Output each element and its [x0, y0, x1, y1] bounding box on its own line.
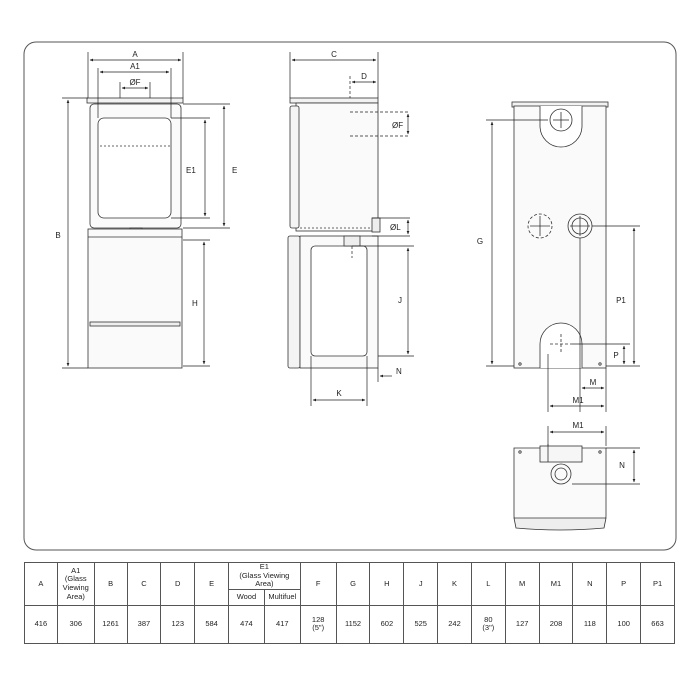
label-a1: A1: [130, 62, 140, 71]
value-f: 128 (5"): [299, 604, 337, 644]
rear-view: [511, 101, 609, 369]
value-g: 1152: [335, 604, 371, 644]
drawing-frame: [23, 41, 677, 551]
header-e: E: [194, 562, 229, 606]
label-m: M: [590, 378, 597, 387]
value-h: 602: [369, 604, 405, 644]
header-a: A: [24, 562, 58, 606]
value-j: 525: [403, 604, 439, 644]
label-f-front: ØF: [129, 78, 140, 87]
value-p1: 663: [640, 604, 675, 644]
value-l: 80 (3"): [470, 604, 506, 644]
front-view-dimensions: [62, 52, 230, 369]
technical-drawing: A A1 ØF B E E1 H: [23, 41, 677, 551]
side-view: [287, 97, 381, 369]
label-n-top: N: [619, 461, 625, 470]
dimensions-table: A A1 (Glass Viewing Area) B C D E E1 (Gl…: [24, 562, 675, 644]
value-m: 127: [504, 604, 540, 644]
value-k: 242: [437, 604, 472, 644]
header-k: K: [437, 562, 472, 606]
side-view-dimensions: [289, 52, 414, 406]
label-b: B: [55, 231, 60, 240]
label-g: G: [477, 237, 483, 246]
label-k: K: [336, 389, 342, 398]
header-e1: E1 (Glass Viewing Area): [227, 562, 301, 590]
label-m1-rear: M1: [572, 396, 584, 405]
value-n: 118: [572, 604, 608, 644]
header-b: B: [93, 562, 128, 606]
front-view: [86, 97, 184, 369]
value-d: 123: [160, 604, 196, 644]
label-a: A: [132, 50, 138, 59]
label-e: E: [232, 166, 237, 175]
label-j: J: [398, 296, 402, 305]
label-p: P: [613, 351, 618, 360]
value-e: 584: [194, 604, 229, 644]
value-a: 416: [24, 604, 58, 644]
header-h: H: [369, 562, 405, 606]
header-e1-multifuel: Multifuel: [263, 588, 301, 606]
label-p1: P1: [616, 296, 626, 305]
rear-view-dimensions: [486, 119, 640, 412]
top-view: [513, 444, 607, 531]
value-c: 387: [126, 604, 162, 644]
value-a1: 306: [56, 604, 95, 644]
label-d: D: [361, 72, 367, 81]
value-p: 100: [606, 604, 642, 644]
header-m: M: [504, 562, 540, 606]
value-b: 1261: [93, 604, 128, 644]
header-g: G: [335, 562, 371, 606]
header-p1: P1: [640, 562, 675, 606]
label-h: H: [192, 299, 198, 308]
header-j: J: [403, 562, 439, 606]
value-e1-multifuel: 417: [263, 604, 301, 644]
header-c: C: [126, 562, 162, 606]
label-e1: E1: [186, 166, 196, 175]
header-e1-wood: Wood: [227, 588, 265, 606]
top-view-dimensions: [547, 426, 640, 485]
header-n: N: [572, 562, 608, 606]
label-f-side: ØF: [392, 121, 403, 130]
label-m1-top: M1: [572, 421, 584, 430]
label-l: ØL: [390, 223, 401, 232]
header-p: P: [606, 562, 642, 606]
header-d: D: [160, 562, 196, 606]
value-m1: 208: [538, 604, 574, 644]
value-e1-wood: 474: [227, 604, 265, 644]
header-f: F: [299, 562, 337, 606]
header-l: L: [470, 562, 506, 606]
header-m1: M1: [538, 562, 574, 606]
table-header-row: A A1 (Glass Viewing Area) B C D E E1 (Gl…: [24, 562, 675, 606]
table-row: 416 306 1261 387 123 584 474 417 128 (5"…: [24, 604, 675, 644]
header-a1: A1 (Glass Viewing Area): [56, 562, 95, 606]
label-c: C: [331, 50, 337, 59]
label-n-side: N: [396, 367, 402, 376]
